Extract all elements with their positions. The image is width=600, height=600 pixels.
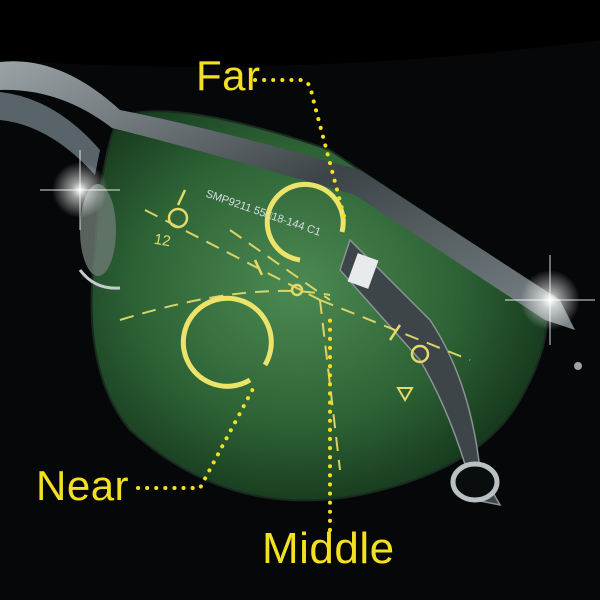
right-circle (410, 344, 430, 364)
zone-lines-solid (176, 189, 402, 341)
near-small-circle (167, 207, 189, 229)
zone-lines (119, 209, 471, 471)
near-label: Near (36, 462, 130, 509)
far-zone-arc (264, 181, 346, 263)
near-zone-arc (180, 295, 274, 389)
frame-top-bar (0, 61, 575, 330)
lens-marking: 12 (152, 230, 173, 251)
far-label: Far (196, 52, 261, 99)
temple-tip (450, 461, 500, 503)
callout-lines (136, 78, 347, 532)
nose-pad-arm (78, 269, 121, 290)
middle-label: Middle (262, 524, 395, 573)
rivet (574, 362, 582, 370)
hinge (347, 253, 379, 289)
temple-arm (339, 238, 502, 507)
triangle-mark (396, 387, 414, 402)
frame-left-arm (0, 92, 100, 175)
center-circle (290, 283, 304, 297)
